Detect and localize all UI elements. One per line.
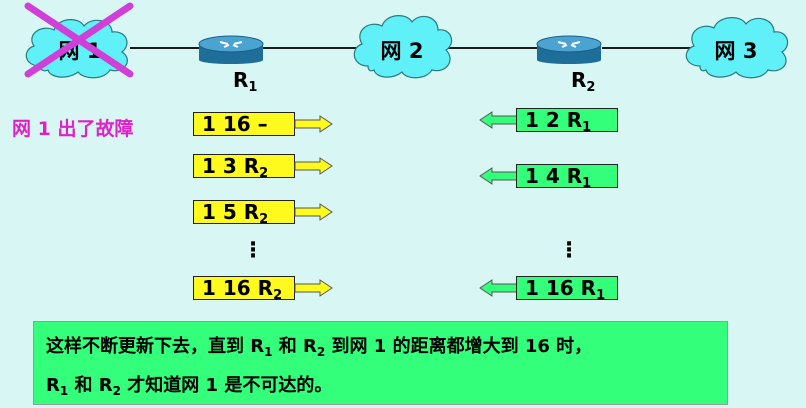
network-label-3: 网 3 <box>714 39 758 63</box>
r1-route-entry-1: 1 16 – <box>193 112 295 136</box>
network-cloud-3 <box>685 17 789 79</box>
note-line-1: 这样不断更新下去，直到 R1 和 R2 到网 1 的距离都增大到 16 时， <box>46 336 593 359</box>
ellipsis-vertical-icon: ··· <box>248 232 258 269</box>
right-arrow-icon <box>294 203 333 221</box>
router-label-r2: R2 <box>571 68 596 95</box>
link-net1-r1 <box>130 47 210 49</box>
network-label-2: 网 2 <box>380 39 424 63</box>
left-arrow-icon <box>479 167 518 185</box>
r2-route-entry-3: 1 16 R1 <box>516 276 618 303</box>
r1-route-entry-2: 1 3 R2 <box>193 154 295 181</box>
router-icon-r2 <box>536 35 602 64</box>
right-arrow-icon <box>294 157 333 175</box>
fault-x-icon <box>24 2 134 78</box>
link-net2-r2 <box>440 47 540 49</box>
r1-route-entry-4: 1 16 R2 <box>193 276 295 303</box>
router-icon-r1 <box>198 35 264 64</box>
network-cloud-2 <box>353 15 453 79</box>
ellipsis-vertical-icon: ··· <box>564 232 574 269</box>
router-label-r1: R1 <box>233 68 258 95</box>
right-arrow-icon <box>294 115 333 133</box>
r2-route-entry-1: 1 2 R1 <box>516 108 618 135</box>
link-r2-net3 <box>602 47 692 49</box>
r1-route-entry-3: 1 5 R2 <box>193 200 295 227</box>
r2-route-entry-2: 1 4 R1 <box>516 164 618 191</box>
left-arrow-icon <box>479 279 518 297</box>
link-r1-net2 <box>262 47 362 49</box>
right-arrow-icon <box>294 279 333 297</box>
explanation-note: 这样不断更新下去，直到 R1 和 R2 到网 1 的距离都增大到 16 时， R… <box>33 321 728 405</box>
left-arrow-icon <box>479 111 518 129</box>
fault-label: 网 1 出了故障 <box>12 118 134 140</box>
network-cloud-1 <box>25 19 128 79</box>
note-line-2: R1 和 R2 才知道网 1 是不可达的。 <box>46 375 333 398</box>
